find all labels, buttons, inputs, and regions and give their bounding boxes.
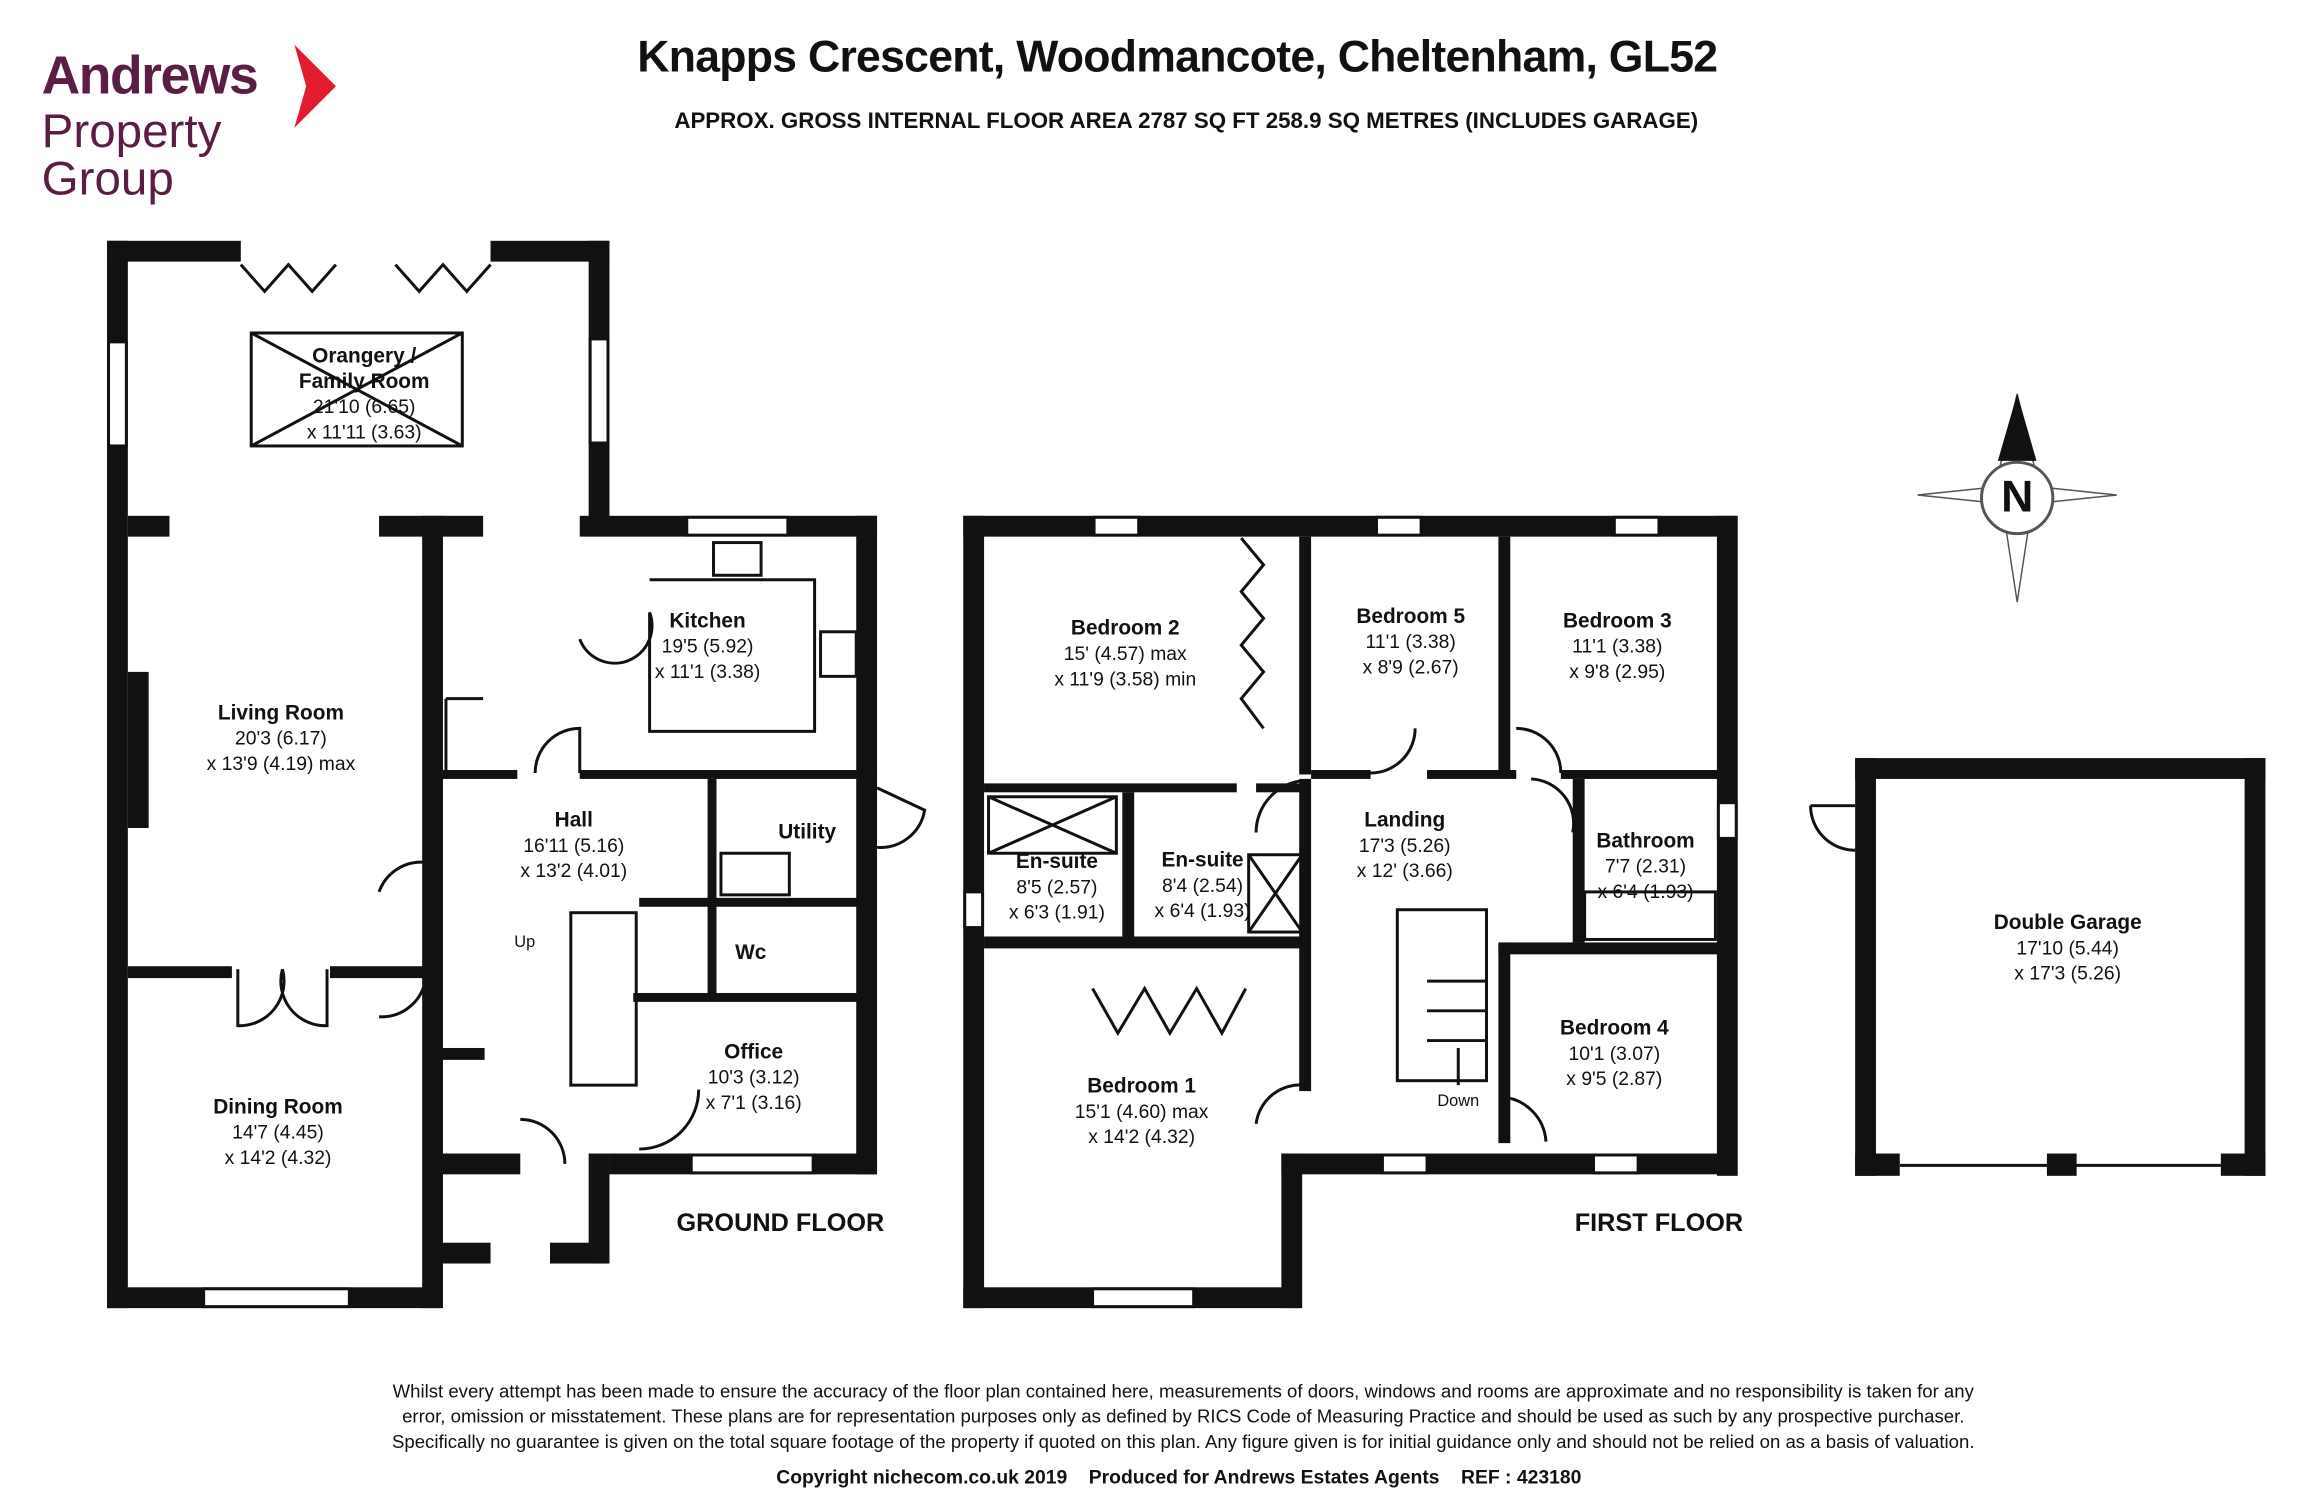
logo-chevron-icon bbox=[294, 44, 336, 128]
room-dimension: 8'4 (2.54) bbox=[1162, 874, 1244, 897]
room-dimension: x 13'9 (4.19) max bbox=[206, 752, 356, 775]
room-dimension: 20'3 (6.17) bbox=[235, 726, 327, 750]
copyright-text: Copyright nichecom.co.uk 2019 bbox=[776, 1465, 1068, 1488]
room-dimension: 15' (4.57) max bbox=[1063, 642, 1187, 665]
room-dimension: 11'1 (3.38) bbox=[1572, 634, 1663, 658]
room-name: Dining Room bbox=[213, 1094, 343, 1118]
room-dimension: 17'3 (5.26) bbox=[1358, 833, 1451, 857]
ground-floor-fixtures bbox=[107, 262, 927, 1309]
room-dimension: x 11'11 (3.63) bbox=[306, 420, 422, 443]
room-dimension: x 7'1 (3.16) bbox=[705, 1091, 802, 1114]
stairs-down-label: Down bbox=[1437, 1092, 1480, 1111]
room-dimension: x 17'3 (5.26) bbox=[2014, 961, 2122, 985]
room-name: Orangery / bbox=[312, 343, 417, 368]
room-dimension: 15'1 (4.60) max bbox=[1074, 1100, 1209, 1123]
disclaimer-line: Specifically no guarantee is given on th… bbox=[391, 1431, 1975, 1453]
compass-icon bbox=[1917, 393, 2117, 603]
page-title: Knapps Crescent, Woodmancote, Cheltenham… bbox=[637, 32, 1718, 82]
room-name: Bedroom 4 bbox=[1559, 1015, 1669, 1040]
room-orangery: Orangery / Family Room 21'10 (6.65) x 11… bbox=[299, 343, 430, 444]
room-utility: Utility bbox=[778, 819, 836, 844]
room-dimension: 10'3 (3.12) bbox=[707, 1065, 800, 1089]
room-dimension: x 14'2 (4.32) bbox=[224, 1146, 332, 1169]
compass-north-label: N bbox=[2001, 472, 2034, 522]
room-name: Bedroom 5 bbox=[1356, 603, 1466, 628]
room-dimension: 10'1 (3.07) bbox=[1568, 1042, 1661, 1065]
room-dimension: 14'7 (4.45) bbox=[232, 1120, 324, 1144]
room-name: Double Garage bbox=[1993, 909, 2142, 934]
room-dimension: x 14'2 (4.32) bbox=[1088, 1125, 1196, 1148]
room-name: Utility bbox=[778, 819, 837, 843]
room-dimension: 21'10 (6.65) bbox=[312, 395, 416, 418]
room-dimension: 11'1 (3.38) bbox=[1365, 630, 1456, 653]
produced-for-text: Produced for Andrews Estates Agents bbox=[1088, 1465, 1440, 1488]
room-dimension: x 8'9 (2.67) bbox=[1362, 655, 1459, 678]
room-dimension: x 6'3 (1.91) bbox=[1008, 900, 1105, 924]
first-floor-walls bbox=[963, 515, 1738, 1309]
room-name: Office bbox=[724, 1039, 784, 1063]
room-dimension: x 11'9 (3.58) min bbox=[1054, 667, 1197, 690]
copyright-line: Copyright nichecom.co.uk 2019 Produced f… bbox=[776, 1466, 1581, 1488]
room-name: Bedroom 1 bbox=[1087, 1073, 1196, 1098]
garage-walls bbox=[1809, 758, 2266, 1176]
first-floor-label: FIRST FLOOR bbox=[1574, 1208, 1744, 1237]
room-dimension: 19'5 (5.92) bbox=[661, 634, 754, 658]
room-name: Kitchen bbox=[669, 607, 746, 632]
ground-floor-walls bbox=[107, 240, 878, 1309]
disclaimer-line: error, omission or misstatement. These p… bbox=[402, 1406, 1965, 1428]
first-floor-fixtures bbox=[963, 515, 1738, 1309]
room-dimension: x 11'1 (3.38) bbox=[654, 660, 761, 683]
room-name: En-suite bbox=[1161, 847, 1244, 872]
room-name: Family Room bbox=[298, 368, 430, 393]
room-dimension: x 12' (3.66) bbox=[1356, 859, 1453, 882]
room-dimension: 7'7 (2.31) bbox=[1605, 854, 1687, 878]
logo: Andrews Property Group bbox=[41, 44, 259, 206]
room-name: Hall bbox=[554, 807, 593, 831]
disclaimer-line: Whilst every attempt has been made to en… bbox=[392, 1380, 1974, 1402]
reference-text: REF : 423180 bbox=[1461, 1465, 1582, 1488]
room-dimension: 16'11 (5.16) bbox=[523, 833, 625, 857]
room-name: Bedroom 2 bbox=[1070, 615, 1180, 640]
logo-text-andrews: Andrews bbox=[41, 44, 259, 106]
room-name: Living Room bbox=[217, 700, 344, 724]
room-dimension: x 6'4 (1.93) bbox=[1154, 899, 1251, 922]
room-dimension: 17'10 (5.44) bbox=[2016, 936, 2119, 959]
room-name: En-suite bbox=[1015, 848, 1098, 873]
room-dimension: x 13'2 (4.01) bbox=[520, 859, 628, 882]
room-name: Bathroom bbox=[1596, 827, 1695, 852]
stairs-up-label: Up bbox=[514, 933, 536, 952]
floor-area-subtitle: APPROX. GROSS INTERNAL FLOOR AREA 2787 S… bbox=[674, 108, 1699, 134]
room-dimension: x 9'5 (2.87) bbox=[1566, 1067, 1663, 1090]
room-name: Bedroom 3 bbox=[1562, 607, 1672, 632]
ground-floor-label: GROUND FLOOR bbox=[676, 1208, 885, 1237]
room-dimension: x 6'4 (1.93) bbox=[1597, 880, 1694, 903]
disclaimer: Whilst every attempt has been made to en… bbox=[392, 1379, 1975, 1455]
room-dimension: x 9'8 (2.95) bbox=[1569, 660, 1666, 683]
room-wc: Wc bbox=[735, 939, 766, 964]
room-name: Landing bbox=[1364, 807, 1446, 831]
room-name: Wc bbox=[735, 939, 767, 964]
logo-text-group: Group bbox=[41, 151, 174, 206]
logo-text-property: Property bbox=[41, 104, 222, 158]
room-dimension: 8'5 (2.57) bbox=[1016, 875, 1098, 898]
